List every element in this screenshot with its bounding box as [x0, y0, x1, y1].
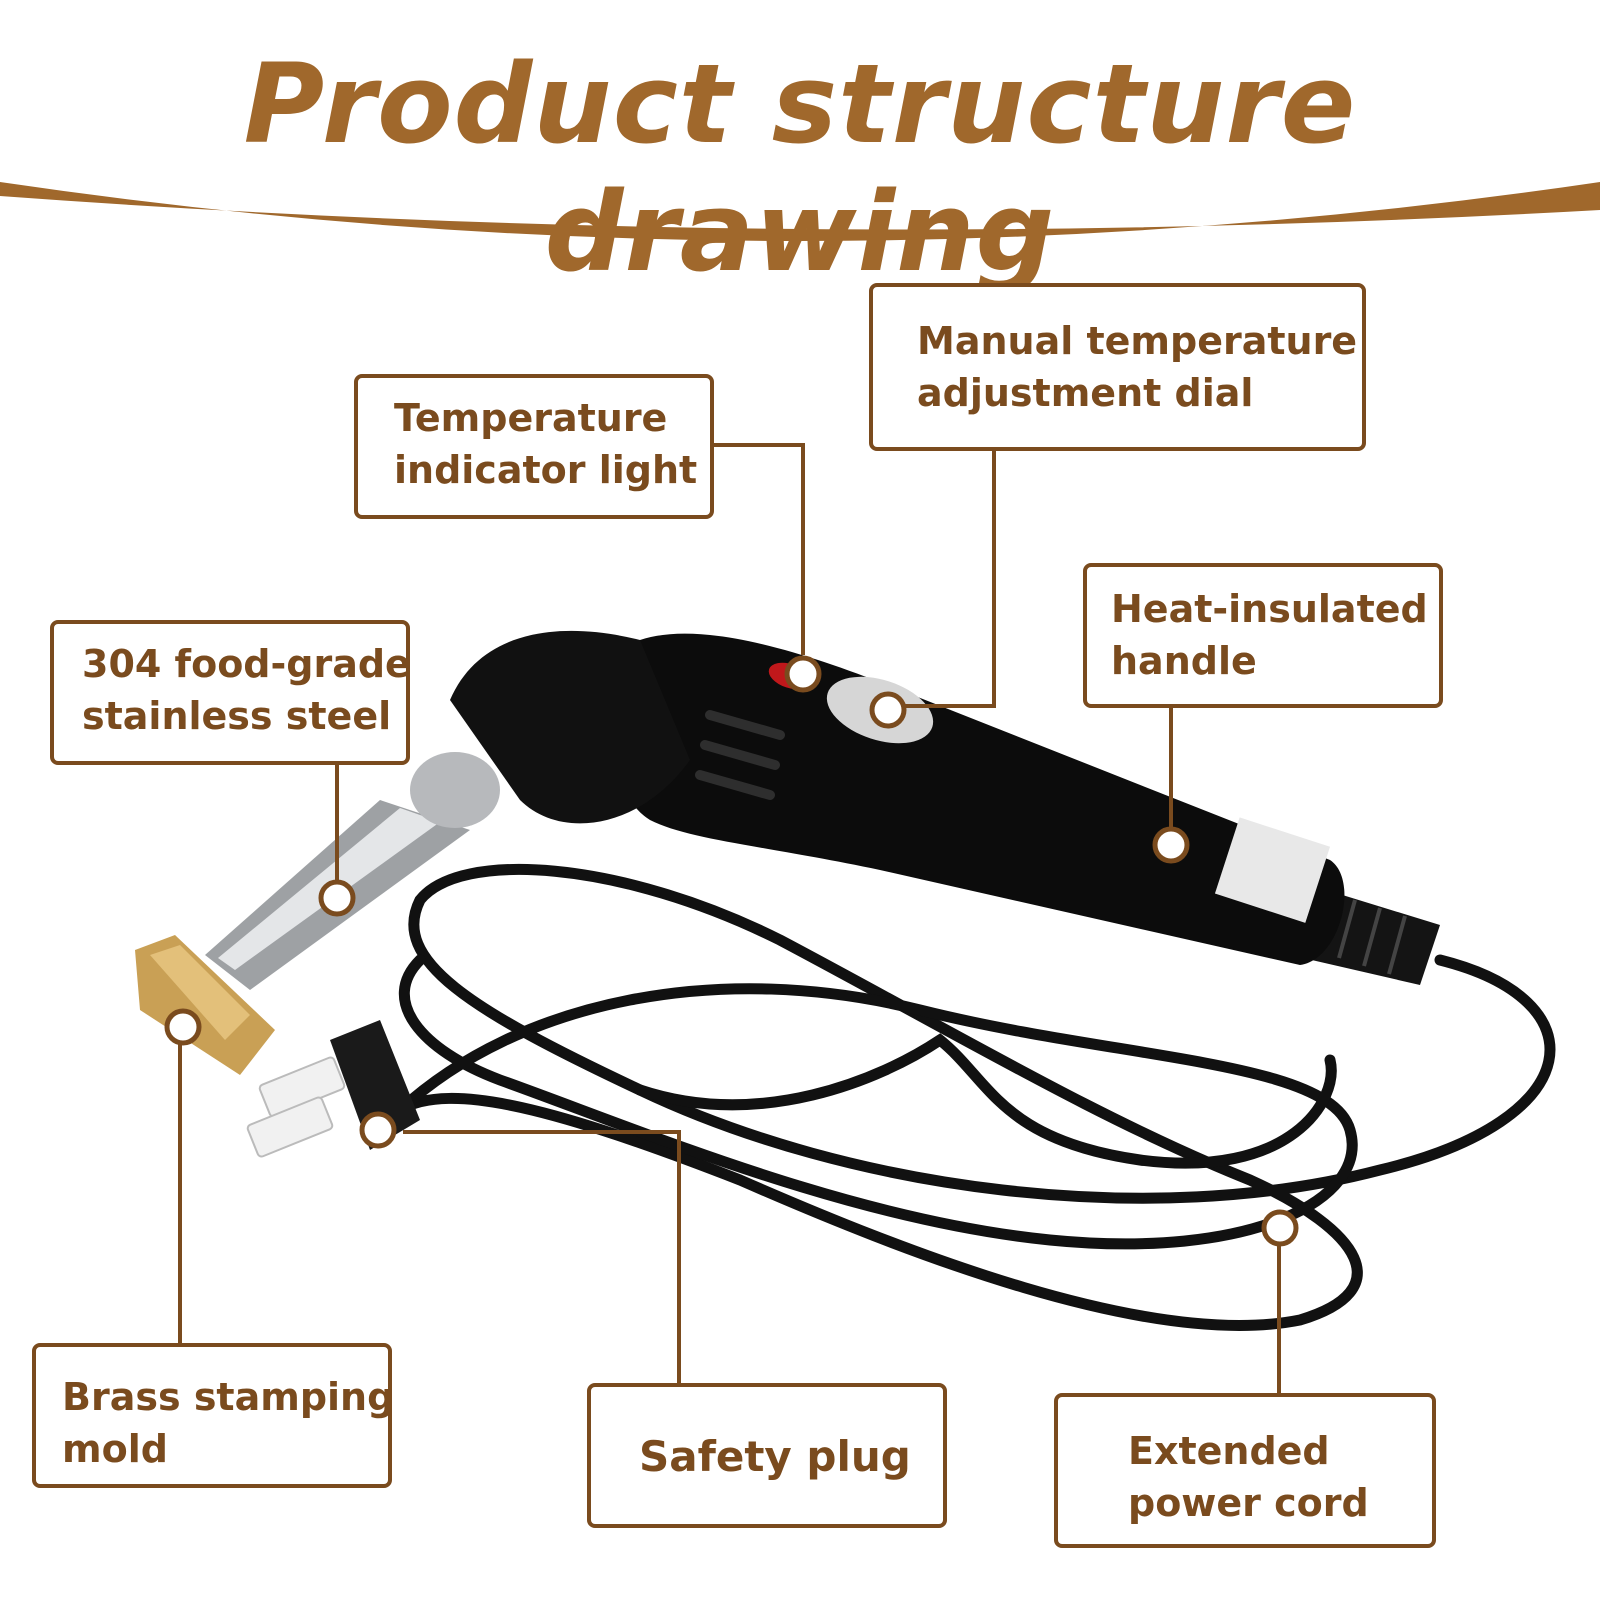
marker-manual-dial	[869, 691, 907, 729]
marker-heat-handle	[1152, 826, 1190, 864]
shaft-collar	[410, 752, 500, 828]
callout-safety-plug: Safety plug	[587, 1383, 947, 1528]
callout-text-line1: Safety plug	[639, 1432, 911, 1481]
safety-plug	[246, 1020, 420, 1158]
callout-brass-stamping-mold: Brass stamping mold	[32, 1343, 392, 1488]
callout-text-line1: Temperature	[394, 396, 668, 440]
callout-text-line2: handle	[1111, 639, 1257, 683]
handle	[607, 633, 1345, 965]
power-cord	[394, 864, 1556, 1331]
leader-temperature-light	[698, 443, 805, 655]
callout-temperature-indicator-light: Temperature indicator light	[354, 374, 714, 519]
plug-pin-2	[246, 1096, 334, 1158]
callout-stainless-steel: 304 food-grade stainless steel	[50, 620, 410, 765]
marker-power-cord	[1261, 1209, 1299, 1247]
callout-text-line2: stainless steel	[82, 694, 392, 738]
callout-text-line2: mold	[62, 1427, 168, 1471]
cord-segment-3	[634, 1033, 1337, 1169]
swoosh-shape	[0, 182, 1600, 241]
leader-safety-plug	[403, 1130, 681, 1383]
brass-head	[135, 935, 275, 1075]
marker-stainless-steel	[318, 879, 356, 917]
callout-heat-insulated-handle: Heat-insulated handle	[1083, 563, 1443, 708]
marker-temperature-light	[784, 655, 822, 693]
callout-text-line1: Heat-insulated	[1111, 587, 1428, 631]
marker-safety-plug	[359, 1111, 397, 1149]
cord-segment-1	[394, 864, 1556, 1331]
callout-text-line2: adjustment dial	[917, 371, 1254, 415]
callout-text-line1: Brass stamping	[62, 1375, 392, 1419]
cord-segment-2	[394, 954, 1358, 1250]
leader-manual-dial	[905, 450, 996, 708]
handle-label	[1214, 817, 1331, 923]
callout-text-line1: Extended	[1128, 1429, 1330, 1473]
brass-highlight	[150, 945, 250, 1040]
callout-text-line1: 304 food-grade	[82, 642, 410, 686]
callout-text-line2: power cord	[1128, 1481, 1369, 1525]
callout-text-line2: indicator light	[394, 448, 698, 492]
iron-body	[450, 630, 1440, 985]
marker-brass-mold	[164, 1008, 202, 1046]
elbow-head	[450, 630, 690, 824]
plug-body	[330, 1020, 420, 1150]
callout-extended-power-cord: Extended power cord	[1054, 1393, 1436, 1548]
vent-slots	[695, 710, 785, 800]
callout-text-line1: Manual temperature	[917, 319, 1358, 363]
callout-manual-temperature-dial: Manual temperature adjustment dial	[869, 283, 1366, 451]
